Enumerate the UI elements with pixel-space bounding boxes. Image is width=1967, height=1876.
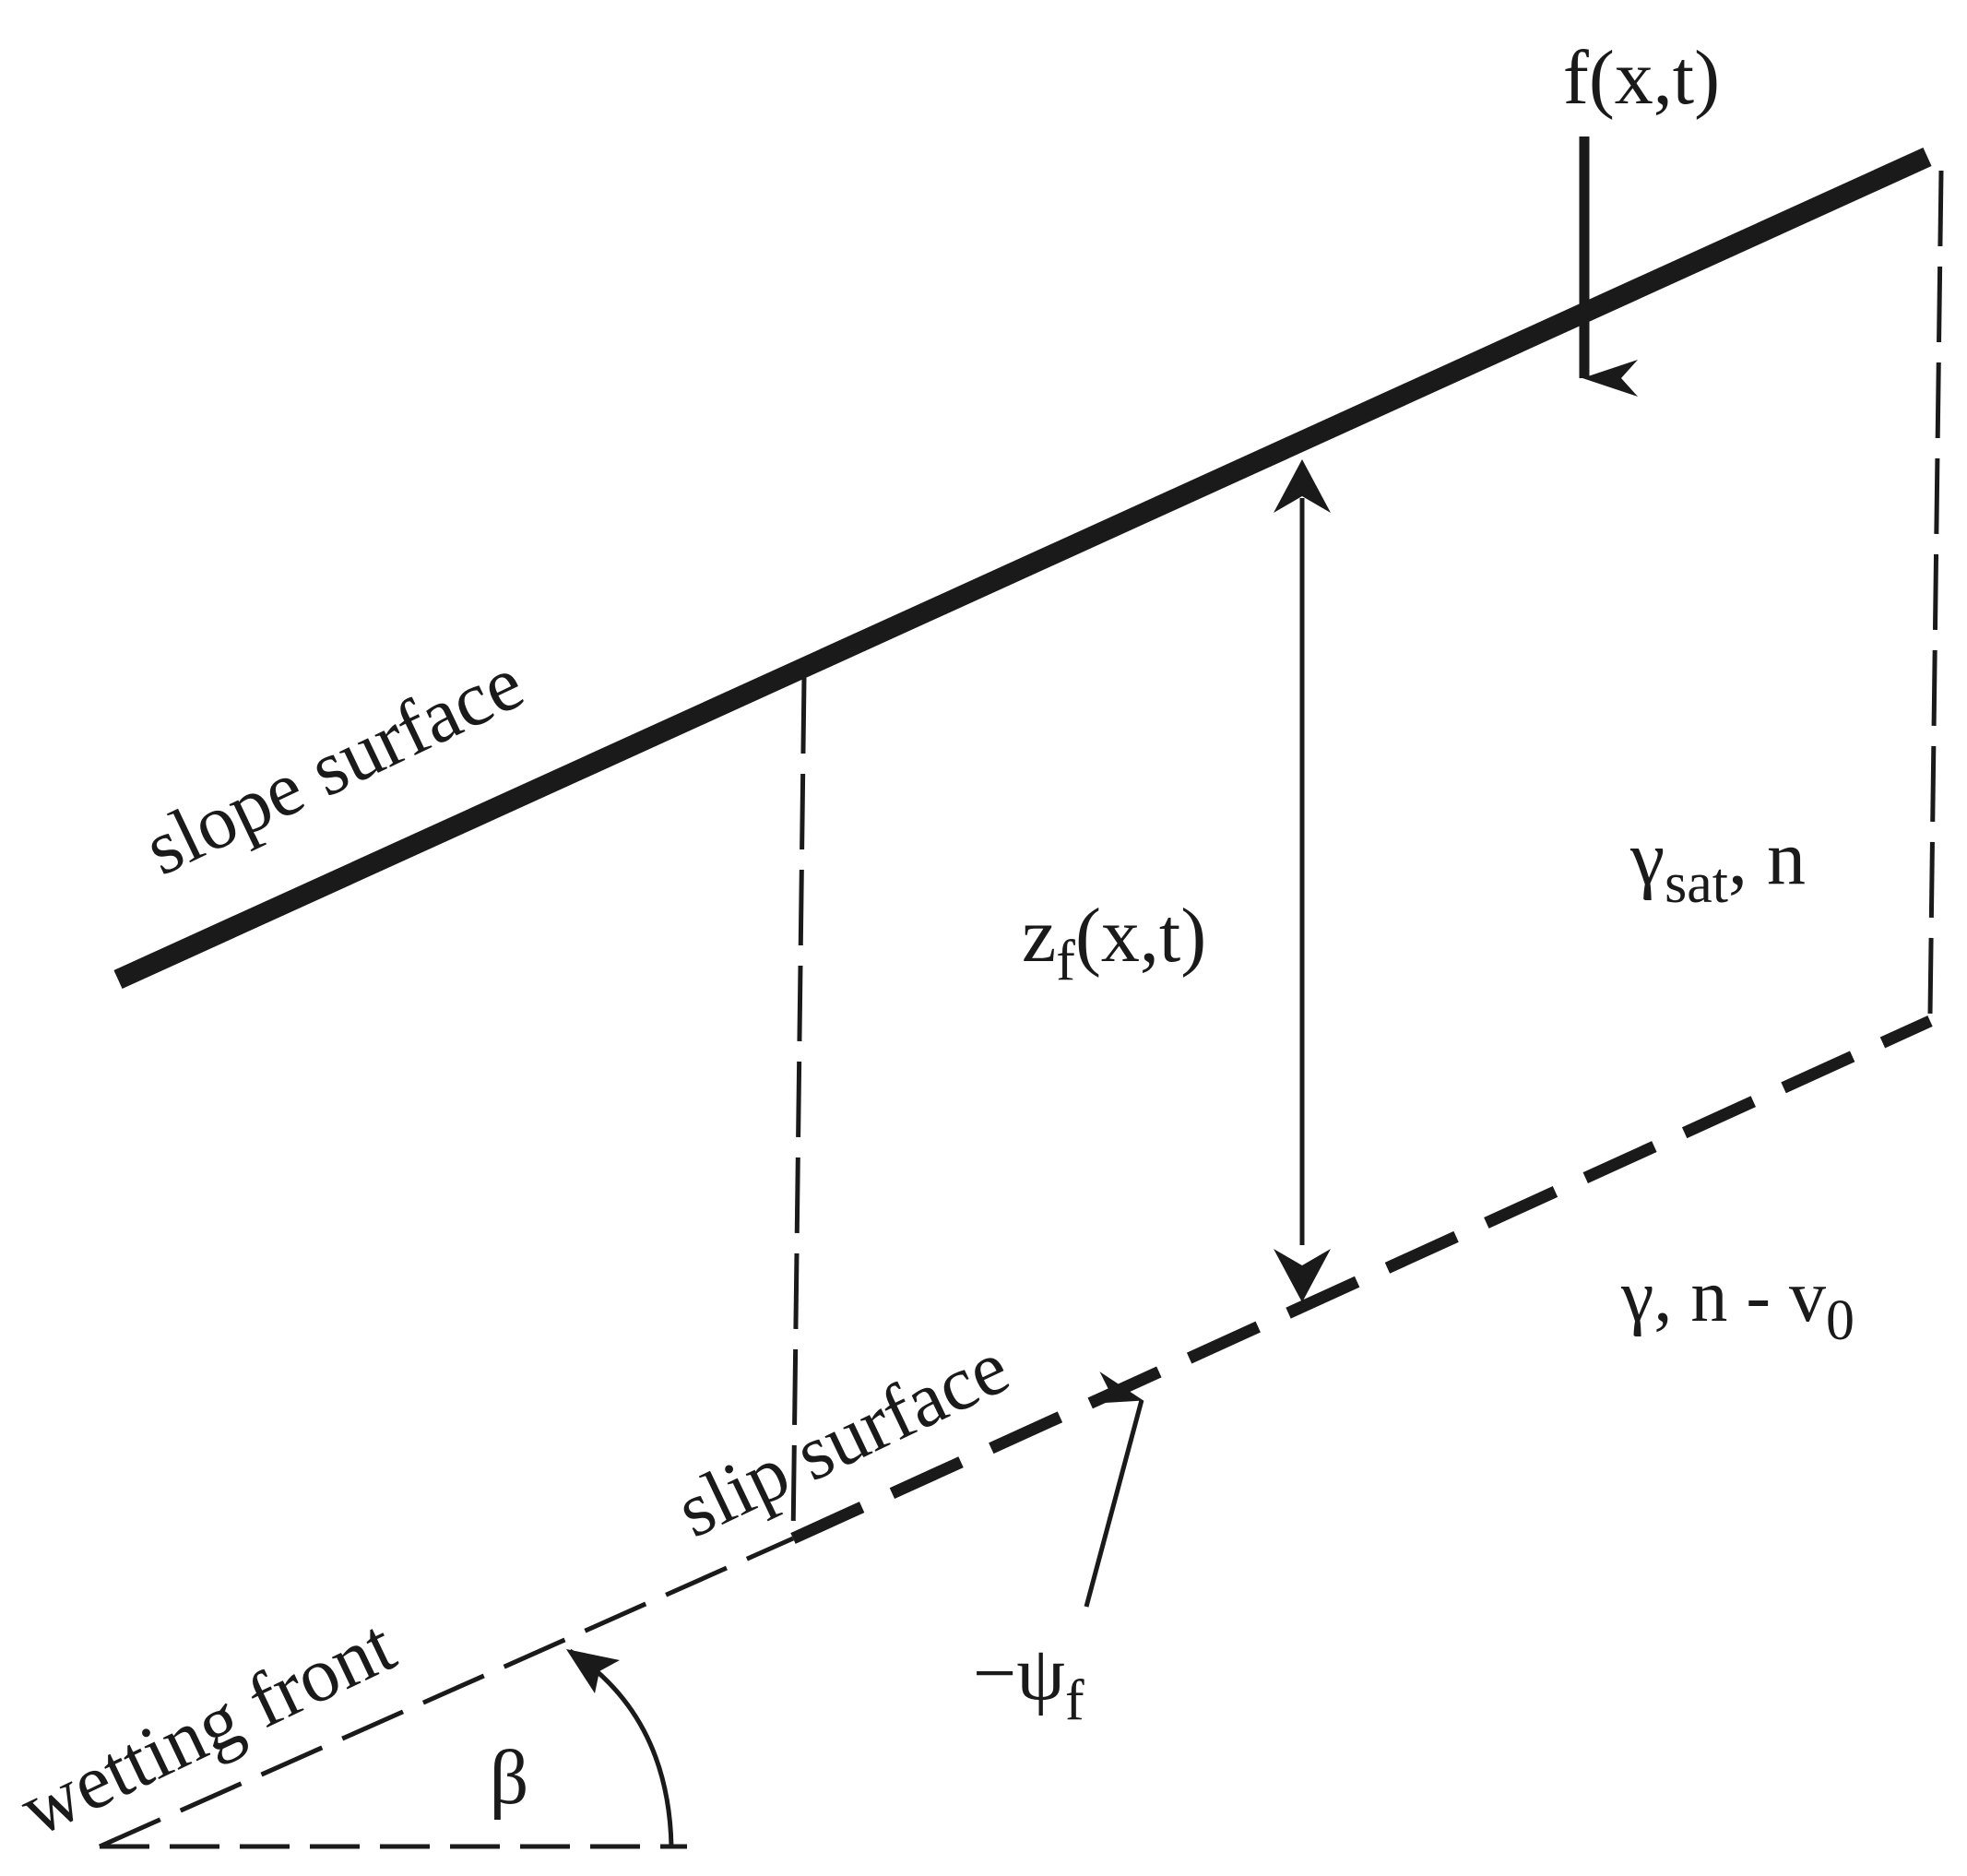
right-boundary-dashed [1927, 170, 1944, 1015]
lower-layer-properties: γ, n - v0 [1620, 1256, 1854, 1352]
slope-surface-label: slope surface [132, 639, 536, 892]
slope-surface-line [113, 147, 1932, 990]
lower-sub: 0 [1826, 1289, 1854, 1352]
upper-gamma-sub: sat [1665, 852, 1728, 915]
wetting-front-label: wetting front [7, 1602, 408, 1853]
left-boundary-dashed [790, 677, 807, 1539]
suction-arrow [1084, 1371, 1144, 1608]
slip-surface-line [98, 1536, 795, 1849]
suction-main: −ψ [973, 1631, 1065, 1716]
depth-label-sub: f [1056, 930, 1075, 992]
angle-arc-arrowhead [566, 1649, 620, 1693]
angle-label: β [490, 1735, 529, 1821]
rainfall-label: f(x,t) [1563, 35, 1720, 121]
depth-arrow-head-top [1274, 459, 1331, 513]
upper-gamma: γ [1629, 815, 1665, 901]
upper-rest: , n [1728, 815, 1806, 901]
suction-label: −ψf [973, 1631, 1084, 1732]
lower-text: γ, n - v [1620, 1256, 1826, 1337]
depth-label-args: (x,t) [1075, 893, 1206, 979]
depth-arrow-head-bottom [1274, 1249, 1331, 1302]
upper-layer-properties: γsat, n [1629, 815, 1806, 915]
suction-sub: f [1065, 1669, 1084, 1732]
depth-label: zf(x,t) [1022, 893, 1206, 992]
wetting-front-line [790, 1015, 1933, 1544]
depth-label-main: z [1022, 893, 1056, 979]
angle-arc-arrow [568, 1648, 674, 1847]
